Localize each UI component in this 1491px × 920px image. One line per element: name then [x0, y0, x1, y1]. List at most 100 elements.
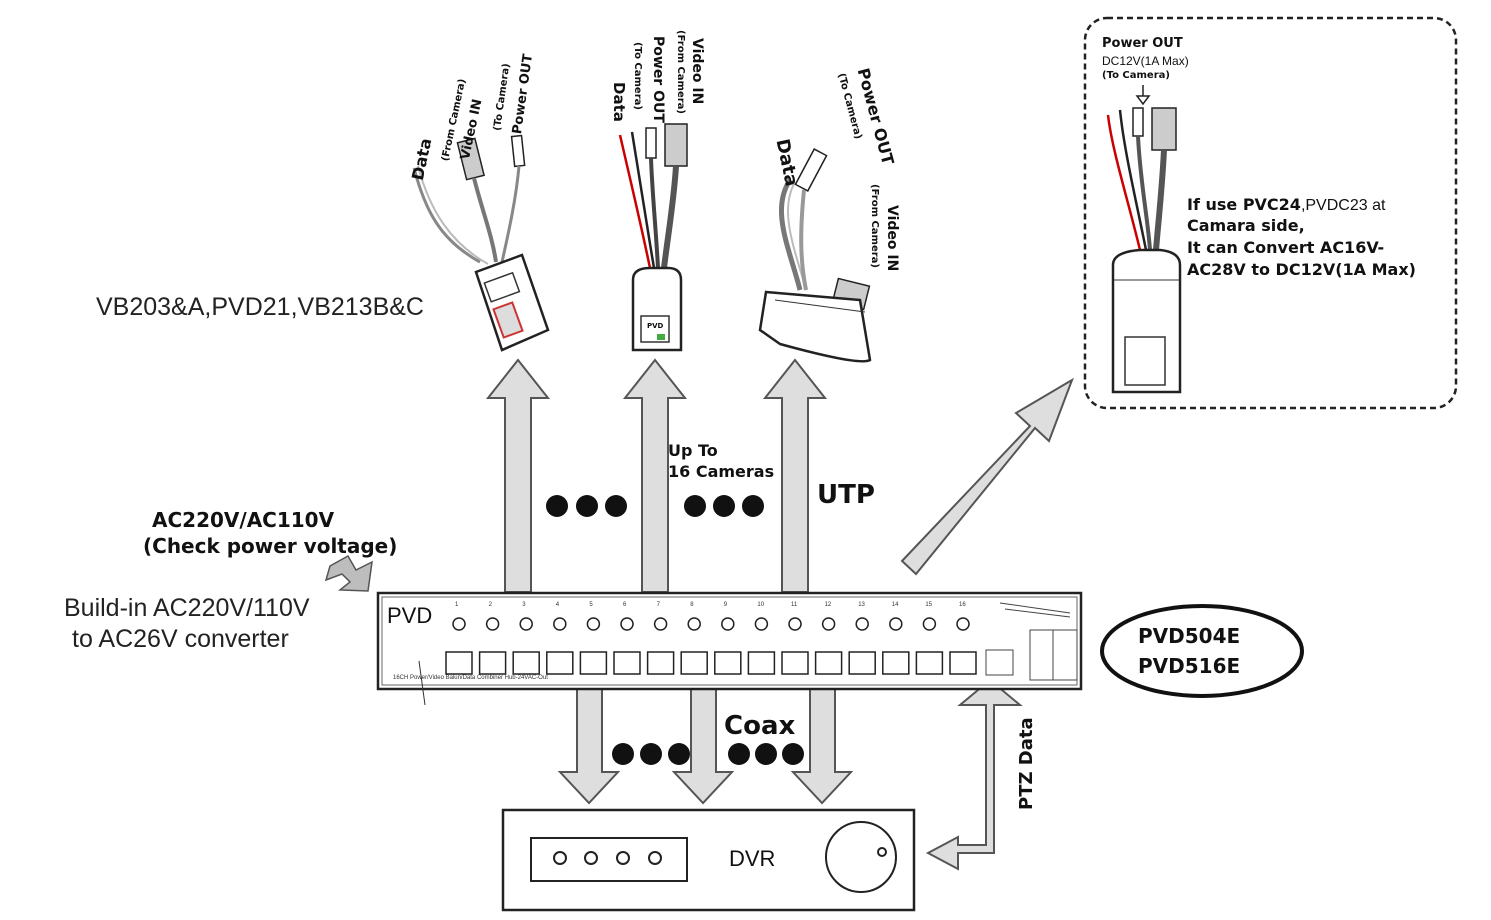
hub-rj45-port — [949, 651, 977, 675]
coax-arrow-2 — [671, 687, 735, 805]
inset-spec-sub: (To Camera) — [1102, 70, 1170, 81]
hub-rj45-port — [445, 651, 473, 675]
hub-rj45-port — [714, 651, 742, 675]
hub-port-number: 15 — [925, 602, 933, 608]
middle-video-in-label: Video IN — [689, 38, 705, 105]
hub-bnc-port — [519, 617, 533, 631]
inset-note-line4: AC28V to DC12V(1A Max) — [1187, 260, 1416, 279]
middle-video-in-sub: (From Camera) — [675, 30, 686, 115]
hub-port-number: 13 — [858, 602, 865, 608]
hub-port-number: 7 — [656, 602, 660, 608]
hub-bnc-port — [922, 617, 937, 631]
hub-bnc-port — [788, 617, 802, 631]
hub-right-panel — [985, 602, 1078, 681]
inset-note-line1: If use PVC24,PVDC23 at — [1187, 195, 1385, 215]
product-badge-line2: PVD516E — [1138, 654, 1241, 678]
hub-rj45-port — [848, 651, 876, 675]
inset-note-line1-rest: ,PVDC23 at — [1300, 197, 1386, 214]
cameras-label-line2: 16 Cameras — [668, 462, 775, 481]
hub-bnc-port — [721, 617, 735, 631]
hub-port-number: 12 — [824, 602, 832, 608]
hub-port-number: 8 — [690, 602, 694, 608]
hub-bnc-port — [553, 617, 567, 631]
hub-bnc-port — [821, 617, 836, 631]
product-badge — [1100, 604, 1304, 698]
inset-note-line3: It can Convert AC16V- — [1187, 238, 1385, 257]
dvr-led-2 — [584, 851, 598, 865]
hub-port-number: 5 — [589, 602, 593, 608]
coax-arrow-3 — [790, 687, 854, 805]
left-transceiver — [412, 134, 550, 352]
converter-line1: Build-in AC220V/110V — [64, 594, 310, 622]
hub-port-number: 2 — [488, 602, 492, 608]
hub-unit — [376, 591, 1083, 706]
middle-power-out-label: Power OUT — [650, 36, 666, 123]
hub-power-cord — [418, 660, 426, 706]
coax-arrow-1 — [557, 687, 621, 805]
hub-port-number: 4 — [555, 602, 560, 608]
inset-box — [1083, 16, 1458, 410]
middle-power-out-sub: (To Camera) — [632, 42, 643, 110]
hub-bnc-port — [754, 617, 769, 631]
hub-port-number: 9 — [723, 602, 728, 608]
inset-note-line2: Camara side, — [1187, 216, 1305, 235]
middle-badge: PVD — [647, 322, 664, 330]
hub-bnc-port — [452, 617, 466, 631]
hub-bnc-port — [889, 617, 903, 631]
hub-bnc-port — [956, 617, 970, 631]
dvr-led-1 — [553, 851, 567, 865]
hub-rj45-port — [512, 651, 540, 675]
dvr-unit — [501, 808, 916, 912]
product-badge-line1: PVD504E — [1138, 624, 1241, 648]
hub-bnc-port — [586, 617, 601, 631]
middle-data-label: Data — [610, 82, 628, 122]
hub-bottom-caption: 16CH Power/Video Balun/Data Combiner Hub… — [393, 675, 548, 681]
hub-rj45-port — [478, 651, 507, 675]
hub-port-number: 3 — [522, 602, 526, 608]
utp-arrows — [485, 358, 828, 593]
hub-rj45-port — [882, 651, 910, 675]
hub-bnc-port — [653, 617, 668, 631]
hub-port-number: 6 — [623, 602, 627, 608]
power-input-line2: (Check power voltage) — [143, 534, 398, 558]
dvr-led-4 — [648, 851, 662, 865]
inset-arrow — [900, 377, 1074, 576]
coax-arrows — [557, 687, 854, 805]
hub-bnc-port — [620, 617, 634, 631]
ptz-label: PTZ Data — [1016, 717, 1037, 810]
hub-rj45-port — [814, 651, 843, 675]
hub-rj45-port — [579, 651, 608, 675]
utp-arrow-3 — [762, 358, 828, 593]
dvr-knob — [825, 821, 897, 893]
hub-rj45-port — [915, 651, 944, 675]
utp-arrow-1 — [485, 358, 551, 593]
inset-spec: DC12V(1A Max) — [1102, 54, 1189, 68]
coax-label: Coax — [724, 711, 796, 741]
hub-rj45-port — [546, 651, 574, 675]
hub-port-number: 11 — [791, 602, 798, 608]
hub-bnc-port — [855, 617, 869, 631]
cameras-label-line1: Up To — [668, 441, 718, 460]
right-video-in-label: Video IN — [884, 205, 900, 272]
hub-port-number: 14 — [891, 602, 899, 608]
right-transceiver — [758, 148, 872, 363]
hub-rj45-port — [646, 651, 675, 675]
hub-rj45-port — [680, 651, 708, 675]
converter-line2: to AC26V converter — [72, 625, 289, 653]
hub-brand: PVD — [387, 603, 433, 628]
hub-port-number: 1 — [455, 602, 459, 608]
module-models-label: VB203&A,PVD21,VB213B&C — [96, 293, 424, 321]
hub-bnc-port — [485, 617, 500, 631]
hub-port-number: 10 — [757, 602, 765, 608]
inset-transceiver — [1106, 85, 1182, 394]
inset-power-out-label: Power OUT — [1102, 36, 1183, 51]
hub-ports — [445, 617, 977, 675]
hub-port-number: 16 — [959, 602, 966, 608]
ptz-arrow — [925, 678, 1023, 871]
power-input-line1: AC220V/AC110V — [152, 508, 335, 532]
hub-rj45-port — [747, 651, 776, 675]
middle-transceiver — [618, 123, 688, 352]
utp-arrow-2 — [622, 358, 688, 593]
hub-rj45-port — [781, 651, 809, 675]
